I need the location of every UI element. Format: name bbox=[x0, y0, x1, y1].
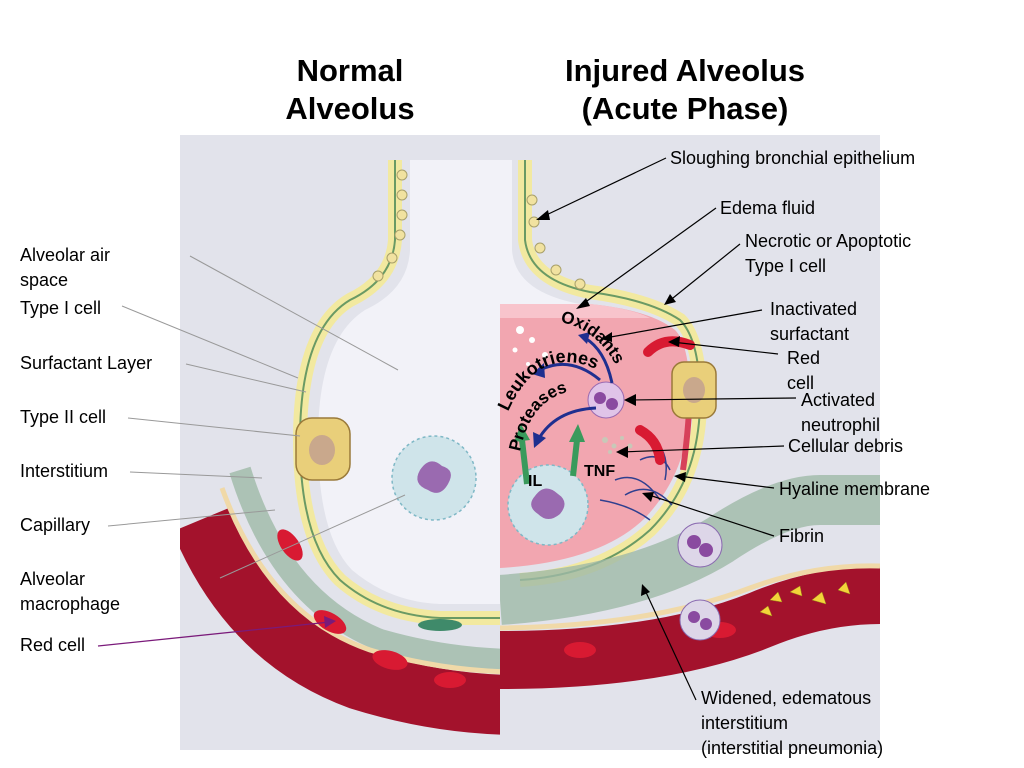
label-red-cell-right-line-1: Red bbox=[787, 346, 820, 371]
activated-neutrophil bbox=[588, 382, 624, 418]
alveolar-macrophage-normal bbox=[392, 436, 476, 520]
label-alveolar-air-space-line-1: Alveolar air bbox=[20, 243, 110, 268]
title-injured-line-2: (Acute Phase) bbox=[530, 90, 840, 128]
label-alveolar-air-space-line-2: space bbox=[20, 268, 110, 293]
label-activated-neutrophil-line-1: Activated bbox=[801, 388, 880, 413]
title-normal-line-1: Normal bbox=[250, 52, 450, 90]
label-necrotic-line-2: Type I cell bbox=[745, 254, 911, 279]
type-ii-cell-normal bbox=[296, 418, 350, 480]
label-necrotic-line-1: Necrotic or Apoptotic bbox=[745, 229, 911, 254]
label-widened-line-2: interstitium bbox=[701, 711, 883, 736]
label-edema-fluid: Edema fluid bbox=[720, 196, 815, 221]
label-interstitium: Interstitium bbox=[20, 459, 108, 484]
interstitial-cell-normal bbox=[418, 619, 462, 631]
label-alveolar-macrophage: Alveolar macrophage bbox=[20, 567, 120, 617]
label-inactivated-surfactant: Inactivated surfactant bbox=[770, 297, 857, 347]
tnf-arrow-shaft bbox=[573, 440, 577, 476]
label-widened-line-1: Widened, edematous bbox=[701, 686, 883, 711]
title-normal-line-2: Alveolus bbox=[250, 90, 450, 128]
label-inactivated-surfactant-line-2: surfactant bbox=[770, 322, 857, 347]
label-widened-line-3: (interstitial pneumonia) bbox=[701, 736, 883, 761]
label-activated-neutrophil: Activated neutrophil bbox=[801, 388, 880, 438]
label-inactivated-surfactant-line-1: Inactivated bbox=[770, 297, 857, 322]
title-injured-alveolus: Injured Alveolus (Acute Phase) bbox=[530, 52, 840, 128]
title-normal-alveolus: Normal Alveolus bbox=[250, 52, 450, 128]
label-alveolar-air-space: Alveolar air space bbox=[20, 243, 110, 293]
il-label: IL bbox=[528, 473, 542, 490]
interstitial-neutrophil-2 bbox=[680, 600, 720, 640]
tnf-label: TNF bbox=[584, 463, 615, 480]
label-hyaline-membrane: Hyaline membrane bbox=[779, 477, 930, 502]
label-red-cell-left: Red cell bbox=[20, 633, 85, 658]
title-injured-line-1: Injured Alveolus bbox=[530, 52, 840, 90]
label-type-ii-cell: Type II cell bbox=[20, 405, 106, 430]
label-widened-interstitium: Widened, edematous interstitium (interst… bbox=[701, 686, 883, 761]
macrophage-injured bbox=[508, 465, 588, 545]
red-cell-normal-4 bbox=[434, 672, 466, 688]
red-cell-injured-3 bbox=[564, 642, 596, 658]
label-alveolar-macrophage-line-1: Alveolar bbox=[20, 567, 120, 592]
label-sloughing-bronchial-epithelium: Sloughing bronchial epithelium bbox=[670, 146, 915, 171]
label-surfactant-layer: Surfactant Layer bbox=[20, 351, 152, 376]
label-alveolar-macrophage-line-2: macrophage bbox=[20, 592, 120, 617]
interstitial-neutrophil-1 bbox=[678, 523, 722, 567]
label-capillary: Capillary bbox=[20, 513, 90, 538]
label-necrotic-type-i-cell: Necrotic or Apoptotic Type I cell bbox=[745, 229, 911, 279]
type-ii-cell-injured bbox=[672, 362, 716, 418]
label-cellular-debris: Cellular debris bbox=[788, 434, 903, 459]
label-fibrin: Fibrin bbox=[779, 524, 824, 549]
label-type-i-cell: Type I cell bbox=[20, 296, 101, 321]
